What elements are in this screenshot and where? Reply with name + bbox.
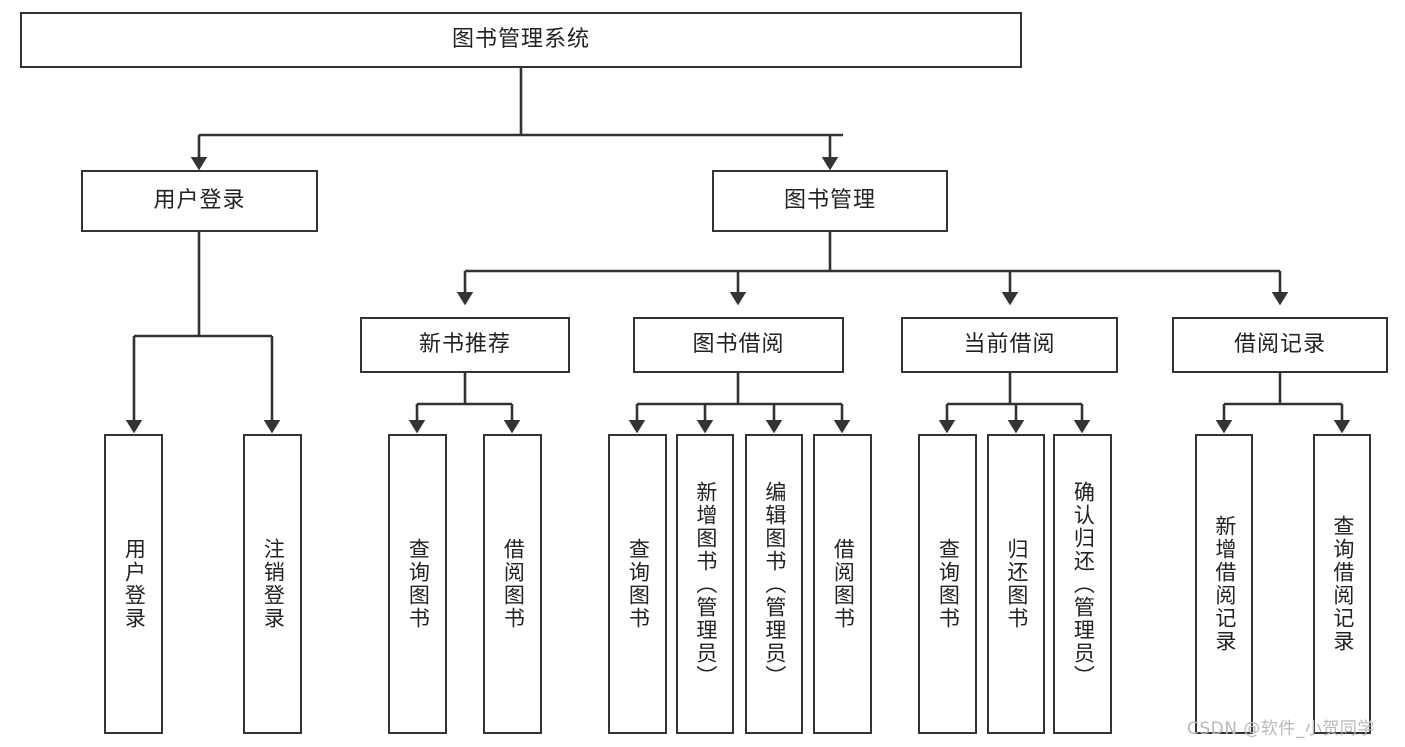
node-leaf-return-book[interactable]: 归还图书	[987, 434, 1045, 734]
node-leaf-edit-book[interactable]: 编辑图书（管理员）	[745, 434, 803, 734]
node-leaf-add-book[interactable]: 新增图书（管理员）	[676, 434, 734, 734]
node-book-borrow[interactable]: 图书借阅	[633, 317, 844, 373]
csdn-watermark: CSDN @软件_小贺同学	[1187, 719, 1375, 739]
node-leaf-query-book-2[interactable]: 查询图书	[608, 434, 667, 734]
node-leaf-add-record[interactable]: 新增借阅记录	[1195, 434, 1253, 734]
node-current-borrow[interactable]: 当前借阅	[901, 317, 1118, 373]
node-leaf-borrow-book-2[interactable]: 借阅图书	[813, 434, 872, 734]
node-leaf-query-book-3[interactable]: 查询图书	[918, 434, 977, 734]
node-leaf-confirm-return[interactable]: 确认归还（管理员）	[1053, 434, 1112, 734]
node-leaf-borrow-book-1[interactable]: 借阅图书	[483, 434, 542, 734]
node-root[interactable]: 图书管理系统	[20, 12, 1022, 68]
node-new-book-recommend[interactable]: 新书推荐	[360, 317, 570, 373]
node-leaf-user-login[interactable]: 用户登录	[104, 434, 163, 734]
node-user-login[interactable]: 用户登录	[81, 170, 318, 232]
node-book-manage[interactable]: 图书管理	[712, 170, 948, 232]
node-leaf-user-logout[interactable]: 注销登录	[243, 434, 302, 734]
node-borrow-record[interactable]: 借阅记录	[1172, 317, 1388, 373]
node-leaf-query-record[interactable]: 查询借阅记录	[1313, 434, 1371, 734]
node-leaf-query-book-1[interactable]: 查询图书	[388, 434, 447, 734]
